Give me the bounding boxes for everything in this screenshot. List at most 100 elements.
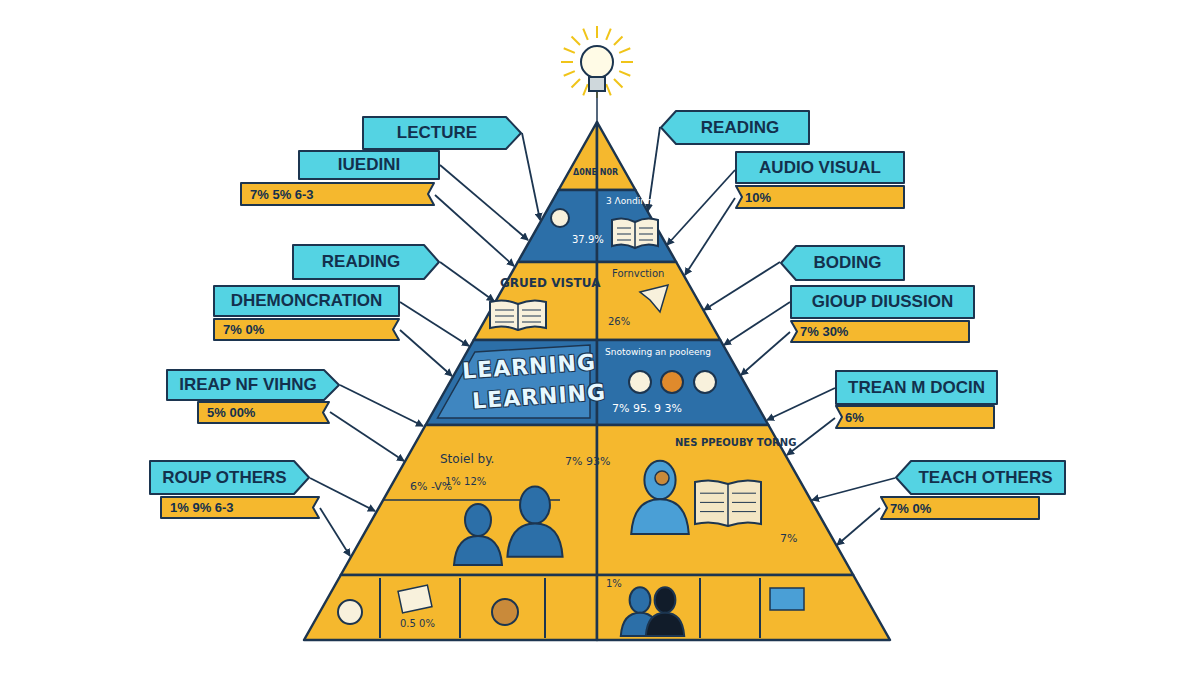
pyramid-band: [597, 262, 720, 340]
pyramid-note: 1% 12%: [445, 476, 486, 487]
pyramid-note: 3 Λondir meoudia: [606, 196, 686, 206]
bulb-ray: [572, 37, 580, 45]
bulb-ray: [583, 29, 588, 40]
label-box: READING: [292, 244, 440, 280]
pyramid-note: 26%: [608, 316, 630, 327]
book-line: [639, 228, 653, 229]
book-line: [700, 502, 724, 503]
bulb-ray: [621, 61, 633, 63]
pyramid-note: 1%: [606, 578, 622, 589]
bulb-ray: [606, 84, 611, 95]
label-box: IREAP NF VIHNG: [166, 369, 340, 401]
box-title: BODING: [814, 253, 882, 273]
person-head: [465, 504, 491, 536]
label-box: DHEMONCRATION: [213, 285, 400, 317]
box-fill: [241, 183, 434, 205]
box-title: READING: [701, 118, 779, 138]
book-line: [639, 234, 653, 235]
pyramid-band: [597, 575, 890, 640]
label-box: GIOUP DIUSSION: [790, 285, 975, 319]
percent-text: 7% 0%: [223, 322, 264, 337]
pyramid-note: Δ0NE N0R: [573, 168, 618, 177]
bulb-ray: [583, 84, 588, 95]
label-box: TREAN M DOCIN: [835, 370, 998, 405]
leader-line: [435, 195, 514, 266]
box-fill: [836, 371, 997, 404]
pyramid-note: 37.9%: [572, 234, 604, 245]
percent-text: 10%: [745, 190, 771, 205]
brain-icon: [655, 471, 669, 485]
leader-line: [522, 133, 540, 220]
screen-icon: [770, 588, 804, 610]
box-fill: [363, 117, 521, 149]
percent-strip: 7% 0%: [880, 496, 1040, 520]
leader-line: [310, 478, 375, 511]
box-title: IUEDINI: [338, 155, 400, 175]
box-fill: [161, 497, 319, 518]
leader-line: [724, 302, 790, 345]
leader-line: [340, 385, 423, 426]
percent-text: 5% 00%: [207, 405, 255, 420]
panel-divider: [699, 578, 701, 638]
eye-icon: [551, 209, 569, 227]
leader-line: [667, 170, 735, 245]
pyramid-note: 7%: [780, 532, 797, 545]
person-head: [520, 487, 550, 524]
leader-line: [787, 418, 835, 455]
pyramid-band: [474, 262, 597, 340]
book-line: [522, 316, 541, 317]
light-bulb: [581, 46, 613, 78]
leader-line: [767, 388, 835, 420]
pyramid-band: [304, 575, 597, 640]
book-spine: [727, 484, 729, 526]
symbol-circle: [694, 371, 716, 393]
bulb-stem: [596, 91, 598, 122]
symbol-circle: [661, 371, 683, 393]
bulb-base: [589, 77, 605, 91]
box-fill: [791, 286, 974, 318]
box-title: TEACH OTHERS: [918, 468, 1052, 488]
label-box: TEACH OTHERS: [895, 460, 1066, 495]
pyramid-band: [341, 425, 597, 575]
person-body: [507, 523, 562, 556]
bulb-ray: [572, 79, 580, 87]
percent-text: 7% 5% 6-3: [250, 187, 314, 202]
percent-text: 7% 0%: [890, 501, 931, 516]
leader-line: [741, 332, 790, 375]
box-title: ROUP OTHERS: [162, 468, 286, 488]
pyramid-band: [597, 340, 768, 425]
book-line: [522, 322, 541, 323]
book-line: [639, 240, 653, 241]
percent-strip: 5% 00%: [197, 401, 330, 424]
bulb-ray: [596, 26, 598, 38]
book-line: [617, 228, 631, 229]
book-line: [700, 493, 724, 494]
book-line: [732, 511, 756, 512]
panel-divider: [379, 578, 381, 638]
box-fill: [214, 286, 399, 316]
label-box: BODING: [780, 245, 905, 281]
percent-text: 6%: [845, 410, 864, 425]
box-fill: [150, 461, 309, 494]
symbol-circle: [629, 371, 651, 393]
percent-strip: 7% 0%: [213, 318, 400, 341]
leader-line: [320, 508, 350, 556]
chart-icon: [398, 585, 432, 613]
book-line: [700, 511, 724, 512]
leader-line: [837, 508, 880, 545]
box-title: TREAN M DOCIN: [848, 378, 985, 398]
percent-strip: 7% 5% 6-3: [240, 182, 435, 206]
box-fill: [836, 406, 994, 428]
book-icon: [695, 480, 761, 526]
person-head: [655, 587, 676, 613]
person-head: [630, 587, 651, 613]
leader-line: [330, 412, 404, 461]
pyramid-band: [559, 122, 597, 190]
box-fill: [293, 245, 439, 279]
leader-line: [685, 198, 735, 275]
bulb-ray: [564, 71, 575, 76]
bulb-ray: [561, 61, 573, 63]
